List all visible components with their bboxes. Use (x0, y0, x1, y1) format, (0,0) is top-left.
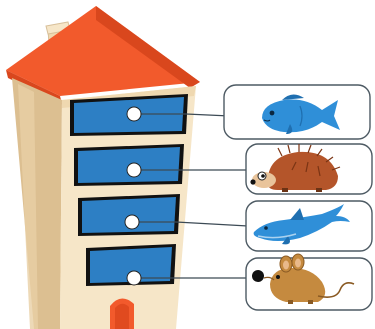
floor-dot-4 (127, 271, 141, 285)
floor-dot-1 (127, 107, 141, 121)
animal-card-hedgehog (246, 144, 372, 194)
animal-cards (224, 85, 372, 310)
floor-dot-3 (125, 215, 139, 229)
building-door (110, 298, 134, 329)
animal-card-mouse (246, 254, 372, 310)
building (6, 6, 200, 329)
floor-dot-2 (127, 163, 141, 177)
floor-window-3 (78, 194, 180, 236)
animal-card-fish (224, 85, 370, 139)
animal-card-dolphin (246, 201, 372, 251)
